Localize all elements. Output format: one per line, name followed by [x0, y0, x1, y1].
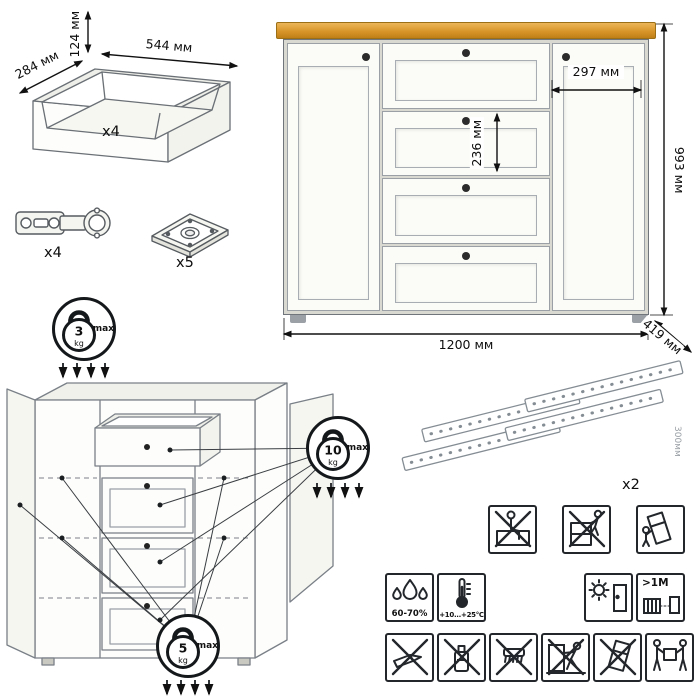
cabinet-height-label: 993 мм [671, 144, 687, 197]
cabinet-front-view [283, 39, 649, 315]
drawer-box-width-label: 544 мм [142, 36, 196, 56]
load-limit-top-surface: 3 kg max [52, 297, 116, 361]
drawer-front-height-label: 236 мм [469, 117, 485, 170]
fitting-drawing [151, 213, 229, 258]
max-label: max [196, 641, 218, 651]
temperature-range-icon: +10...+25°C [437, 573, 486, 622]
avoid-sunlight-icon [584, 573, 633, 622]
cabinet-drawer-4 [382, 245, 550, 311]
humidity-range-icon: 60-70% [385, 573, 434, 622]
cabinet-left-door [287, 43, 380, 311]
cabinet-wood-top [276, 22, 656, 39]
load-value: 5 [179, 641, 188, 656]
hinge-drawing [15, 207, 111, 239]
drawer-knob [462, 116, 470, 125]
cabinet-foot [632, 314, 648, 323]
drawer-knob [462, 184, 470, 192]
door-knob [562, 53, 570, 61]
door-knob [362, 53, 370, 61]
cabinet-drawer-3 [382, 178, 550, 244]
drawer-slides-drawing [401, 360, 684, 471]
no-chemicals-icon [437, 633, 486, 682]
drawer-knob [462, 251, 470, 260]
do-not-climb-icon [562, 505, 611, 554]
load-unit: kg [74, 339, 84, 348]
heat-distance-icon: >1M [636, 573, 685, 622]
open-drawer-drawing [94, 413, 221, 467]
fitting-count-label: x5 [176, 255, 194, 271]
load-limit-drawer: 10 kg max [306, 416, 370, 480]
temperature-label: +10...+25°C [439, 611, 484, 619]
do-not-sit-icon [488, 505, 537, 554]
cabinet-drawer-1 [382, 43, 550, 109]
max-label: max [346, 443, 368, 453]
slide-length-label: 300мм [672, 426, 682, 457]
carry-with-two-icon [645, 633, 694, 682]
cabinet-drawer-2 [382, 110, 550, 176]
max-label: max [92, 324, 114, 334]
door-width-label: 297 мм [568, 64, 624, 80]
load-value: 3 [75, 324, 84, 339]
slides-count-label: x2 [622, 477, 640, 493]
cabinet-depth-label: 419 мм [637, 315, 686, 358]
load-limit-shelf: 5 kg max [156, 614, 220, 678]
load-unit: kg [178, 656, 188, 665]
cabinet-right-door [552, 43, 645, 311]
no-sharp-objects-icon [385, 633, 434, 682]
do-not-drag-icon [541, 633, 590, 682]
cabinet-foot [290, 314, 306, 323]
do-not-tilt-icon [593, 633, 642, 682]
cabinet-drawer-stack [382, 43, 550, 311]
drawer-knob [462, 49, 470, 57]
drawer-box-height-label: 124 мм [67, 8, 83, 61]
tip-over-hazard-icon [636, 505, 685, 554]
drawer-box-count-label: x4 [102, 124, 120, 140]
cabinet-width-label: 1200 мм [436, 337, 496, 353]
heat-distance-label: >1M [642, 577, 669, 589]
drawer-box-drawing [32, 68, 231, 163]
drawer-box-depth-label: 284 мм [10, 46, 64, 84]
no-abrasives-icon [489, 633, 538, 682]
load-value: 10 [324, 443, 342, 458]
load-unit: kg [328, 458, 338, 467]
hinge-count-label: x4 [44, 245, 62, 261]
humidity-label: 60-70% [391, 609, 428, 619]
door-panel [563, 66, 634, 300]
door-panel [298, 66, 369, 300]
